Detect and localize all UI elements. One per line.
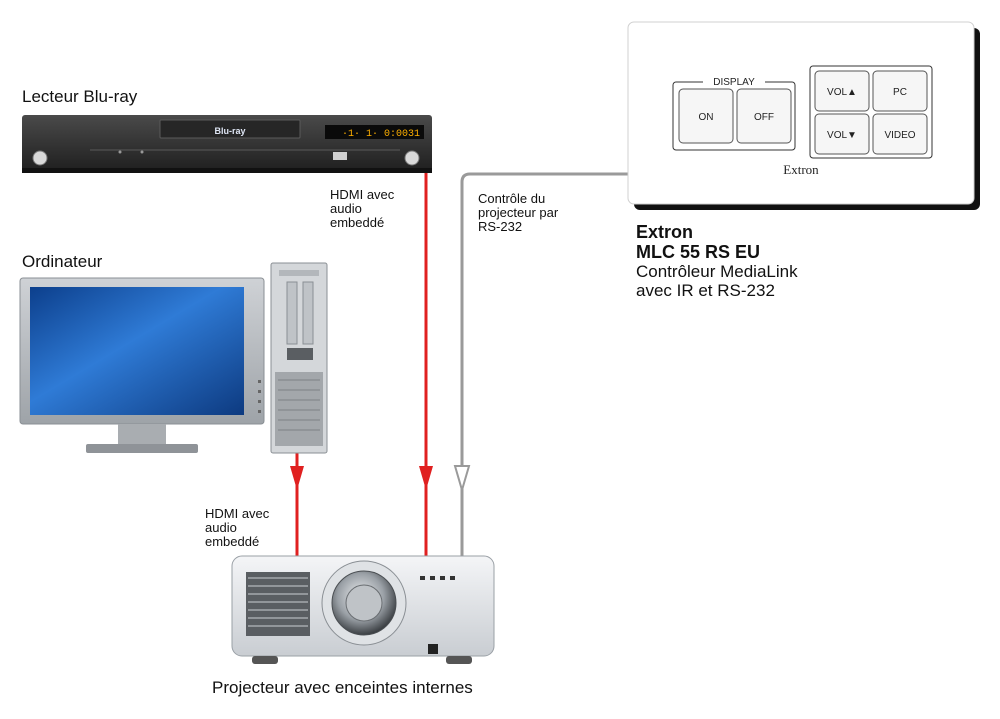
rs232-label-line3: RS-232 — [478, 219, 523, 234]
bluray-hdmi-cable — [419, 172, 433, 560]
controller-desc-line2: avec IR et RS-232 — [636, 281, 775, 300]
panel-logo: Extron — [783, 162, 819, 177]
controller-model: MLC 55 RS EU — [636, 242, 761, 262]
rs232-label-line2: projecteur par — [478, 205, 559, 220]
pc-hdmi-label-line3: embeddé — [205, 534, 260, 549]
bluray-hdmi-label-line3: embeddé — [330, 215, 385, 230]
extron-mlc55-panel — [627, 21, 980, 210]
bluray-hdmi-label: HDMI avec audio embeddé — [330, 188, 394, 230]
power-icon — [32, 150, 48, 166]
projector — [231, 555, 495, 664]
rs232-label-line1: Contrôle du — [478, 191, 546, 206]
pc-hdmi-label: HDMI avec audio embeddé — [205, 507, 269, 549]
computer-monitor — [19, 277, 265, 453]
rs232-label: Contrôle du projecteur par RS-232 — [478, 192, 558, 234]
volume-down-button[interactable]: VOL▼ — [827, 130, 857, 141]
pc-hdmi-label-line2: audio — [205, 520, 237, 535]
pc-hdmi-label-line1: HDMI avec — [205, 506, 270, 521]
video-input-button[interactable]: VIDEO — [884, 130, 915, 141]
arrow-down-icon — [290, 466, 304, 490]
display-group-label: DISPLAY — [713, 77, 755, 88]
controller-desc-line1: Contrôleur MediaLink — [636, 262, 798, 281]
play-icon — [404, 150, 420, 166]
display-off-button[interactable]: OFF — [754, 112, 774, 123]
bluray-label: Lecteur Blu-ray — [22, 87, 138, 106]
blu-ray-logo: Blu-ray — [214, 126, 245, 136]
display-on-button[interactable]: ON — [699, 112, 714, 123]
pc-hdmi-cable — [290, 452, 304, 560]
bluray-hdmi-label-line1: HDMI avec — [330, 187, 395, 202]
bluray-hdmi-label-line2: audio — [330, 201, 362, 216]
arrow-down-icon — [453, 465, 471, 494]
volume-up-button[interactable]: VOL▲ — [827, 87, 857, 98]
controller-brand: Extron — [636, 222, 694, 242]
arrow-down-icon — [419, 466, 433, 490]
pc-input-button[interactable]: PC — [893, 87, 907, 98]
projector-label: Projecteur avec enceintes internes — [212, 678, 473, 697]
bluray-player: Blu-ray — [22, 115, 432, 173]
bluray-display-readout: ·1· 1· 0:0031 — [342, 129, 420, 140]
controller-caption: Extron MLC 55 RS EU Contrôleur MediaLink… — [636, 222, 798, 300]
rs232-cable — [453, 172, 630, 560]
desktop-tower — [270, 262, 328, 454]
computer-label: Ordinateur — [22, 252, 103, 271]
